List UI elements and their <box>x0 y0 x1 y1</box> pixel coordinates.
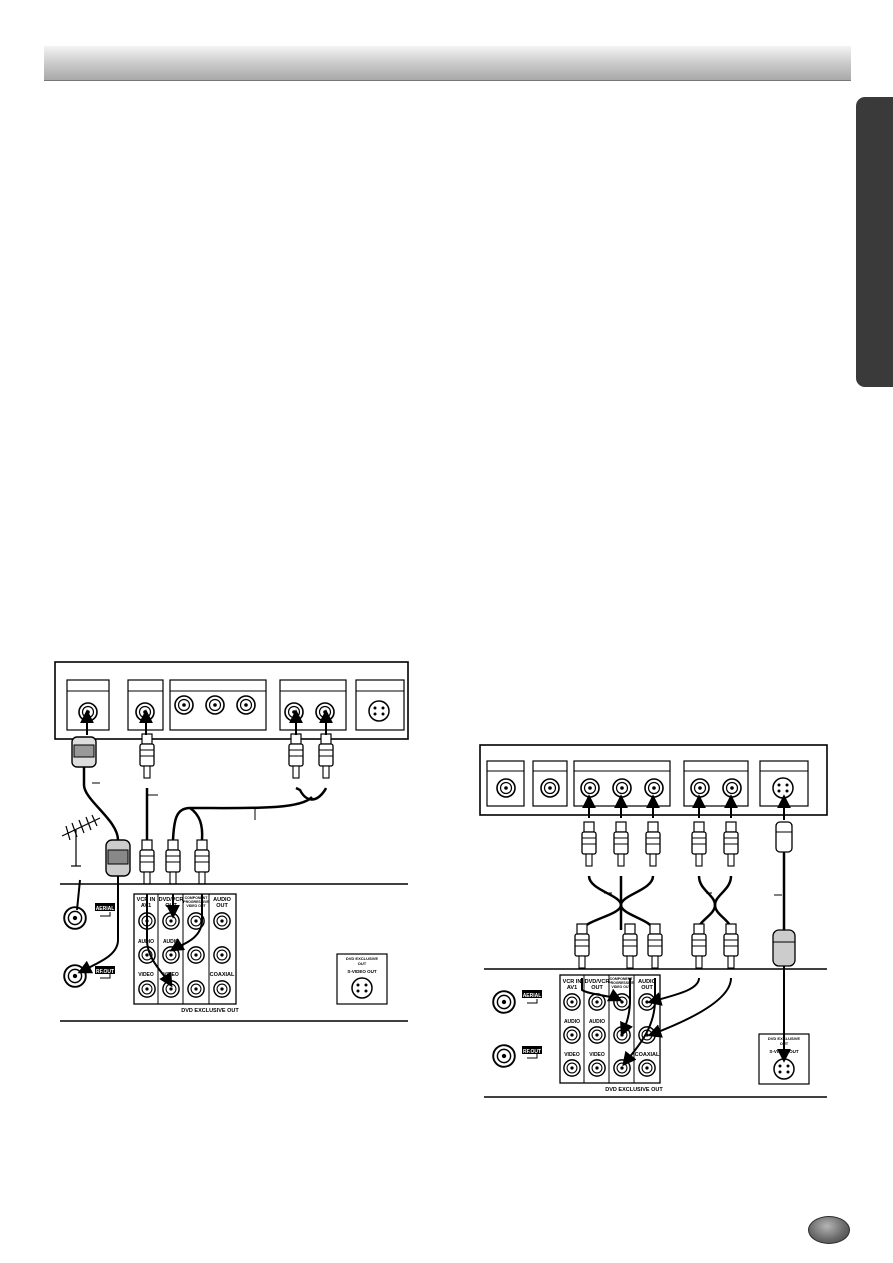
cables-right <box>580 852 786 931</box>
rf-out-jack-icon <box>63 964 87 988</box>
component-label: COMPONENT <box>610 977 634 981</box>
audio-label: AUDIO <box>564 1019 580 1025</box>
jack-icon <box>174 695 194 715</box>
vcr-in-label: VCR IN <box>563 979 582 985</box>
svideo-out-label: S-VIDEO OUT <box>347 969 377 974</box>
av1-label: AV1 <box>567 985 577 991</box>
dvd-exclusive-out-label: DVD EXCLUSIVE OUT <box>605 1087 663 1093</box>
page-number-badge <box>808 1216 850 1244</box>
coaxial-label: COAXIAL <box>210 972 235 978</box>
video-out-label: VIDEO OUT <box>611 985 631 989</box>
audio-out-label-2: OUT <box>216 903 228 909</box>
audio-label: AUDIO <box>163 939 179 945</box>
coax-plug-icon <box>105 839 131 877</box>
svideo-plug-icon <box>772 929 796 967</box>
rca-plug-icon <box>139 839 155 885</box>
rf-out-label: RF.OUT <box>523 1049 541 1055</box>
tv-rear-panel-right <box>479 744 828 816</box>
jack-icon <box>284 702 304 722</box>
coax-plug-icon <box>71 736 97 785</box>
svideo-jack-icon <box>773 1058 795 1080</box>
jack-icon <box>205 695 225 715</box>
out-label: OUT <box>591 985 603 991</box>
video-label: VIDEO <box>138 972 154 978</box>
rf-out-label: RF.OUT <box>96 969 114 975</box>
dvd-vcr-label: DVD/VCR <box>159 897 184 903</box>
aerial-jack-icon <box>63 906 87 930</box>
svideo-jack-icon <box>368 700 390 722</box>
rca-plug-icon <box>165 839 181 885</box>
rca-plug-icon <box>288 733 304 779</box>
audio-out-label: AUDIO <box>213 897 231 903</box>
rca-plug-icon <box>139 733 155 779</box>
rca-plug-icon <box>194 839 210 885</box>
progressive-label: PROGRESSIVE <box>183 900 209 904</box>
svideo-jack-icon <box>351 977 373 999</box>
audio-out-label: AUDIO <box>638 979 656 985</box>
jack-icon <box>236 695 256 715</box>
audio-label: AUDIO <box>138 939 154 945</box>
aerial-label: AERIAL <box>523 993 542 999</box>
audio-out-label-2: OUT <box>641 985 653 991</box>
rca-plug-icon <box>318 733 334 779</box>
out-label: OUT <box>165 903 177 909</box>
panel-cables-right <box>581 966 791 1067</box>
video-label: VIDEO <box>564 1052 580 1058</box>
panel-cables-left <box>76 876 203 988</box>
dvd-exclusive-out-label-2: OUT <box>358 961 367 966</box>
cables-left <box>82 784 328 841</box>
svideo-jack-icon <box>772 777 794 799</box>
progressive-label: PROGRESSIVE <box>608 981 634 985</box>
coaxial-label: COAXIAL <box>635 1052 660 1058</box>
aerial-label: AERIAL <box>96 906 115 912</box>
section-header-bar <box>44 46 851 81</box>
dvd-exclusive-out-label: DVD EXCLUSIVE OUT <box>181 1008 239 1014</box>
svideo-plug-icon <box>775 821 793 853</box>
video-label: VIDEO <box>589 1052 605 1058</box>
side-index-tab <box>856 97 893 387</box>
video-out-label: VIDEO OUT <box>186 904 206 908</box>
audio-label: AUDIO <box>589 1019 605 1025</box>
component-label: COMPONENT <box>185 896 209 900</box>
antenna-icon <box>61 814 101 867</box>
dvd-vcr-label: DVD/VCR <box>585 979 610 985</box>
tv-rear-panel-left <box>54 661 409 740</box>
dvd-exclusive-label: DVD EXCLUSIVE <box>346 956 379 961</box>
